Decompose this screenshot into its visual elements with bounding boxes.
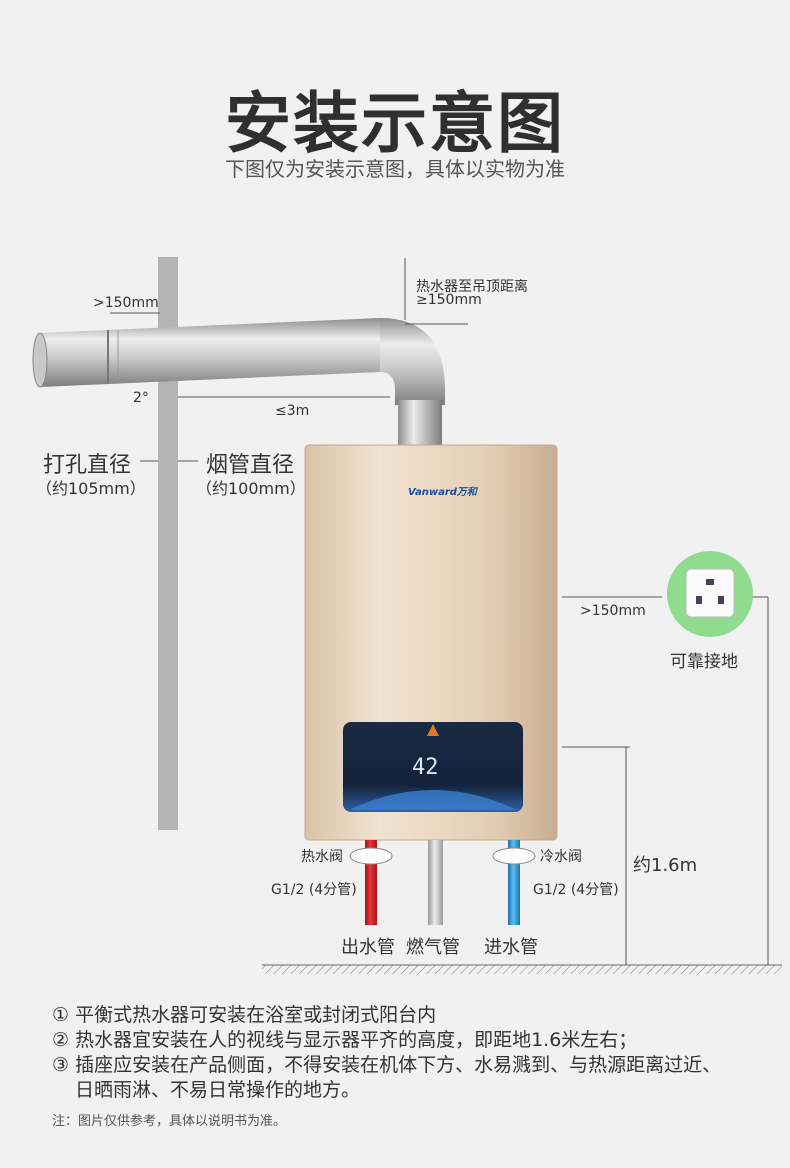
flue-diameter-label: 烟管直径 xyxy=(206,453,295,478)
hot-thread-label: G1/2 (4分管) xyxy=(271,882,357,898)
page-subtitle: 下图仅为安装示意图，具体以实物为准 xyxy=(225,157,565,181)
socket-icon xyxy=(667,551,753,637)
wall xyxy=(158,257,178,830)
brand-logo: Vanward万和 xyxy=(408,487,477,498)
cold-valve-icon xyxy=(492,847,536,865)
pipe-length: ≤3m xyxy=(275,403,310,419)
flame-icon xyxy=(427,724,439,736)
dimension-lines xyxy=(110,258,769,965)
ceiling-distance-label: 热水器至吊顶距离 xyxy=(416,279,528,295)
install-height: 约1.6m xyxy=(633,855,698,876)
ceiling-distance-value: ≥150mm xyxy=(416,292,482,308)
grounding-label: 可靠接地 xyxy=(670,652,738,672)
slope-angle: 2° xyxy=(133,390,149,406)
note-2: ② 热水器宜安装在人的视线与显示器平齐的高度，即距地1.6米左右； xyxy=(52,1029,638,1051)
hole-diameter-value: （约105mm） xyxy=(36,479,146,498)
note-3: ③ 插座应安装在产品侧面，不得安装在机体下方、水易溅到、与热源距离过近、 xyxy=(52,1054,722,1076)
note-1: ① 平衡式热水器可安装在浴室或封闭式阳台内 xyxy=(52,1004,437,1026)
page-title: 安装示意图 xyxy=(225,85,565,162)
side-distance: >150mm xyxy=(580,603,646,619)
footnote: 注：图片仅供参考，具体以说明书为准。 xyxy=(52,1114,287,1129)
hole-diameter-label: 打孔直径 xyxy=(43,453,132,478)
hot-valve-label: 热水阀 xyxy=(301,849,343,865)
outlet-pipe-label: 出水管 xyxy=(341,937,395,958)
inlet-pipe-label: 进水管 xyxy=(484,937,538,958)
display-temperature: 42 xyxy=(412,755,439,780)
note-3-continued: 日晒雨淋、不易日常操作的地方。 xyxy=(75,1079,361,1101)
water-heater xyxy=(304,444,558,841)
flue-pipe xyxy=(32,318,445,446)
ground-hatch xyxy=(262,965,782,974)
cold-valve-label: 冷水阀 xyxy=(540,849,582,865)
cold-thread-label: G1/2 (4分管) xyxy=(533,882,619,898)
flue-diameter-value: （约100mm） xyxy=(196,479,306,498)
hot-valve-icon xyxy=(349,847,393,865)
control-panel xyxy=(343,722,523,812)
gas-pipe-label: 燃气管 xyxy=(406,937,460,958)
wall-top-dimension: >150mm xyxy=(93,295,159,311)
gas-pipe xyxy=(428,840,443,925)
